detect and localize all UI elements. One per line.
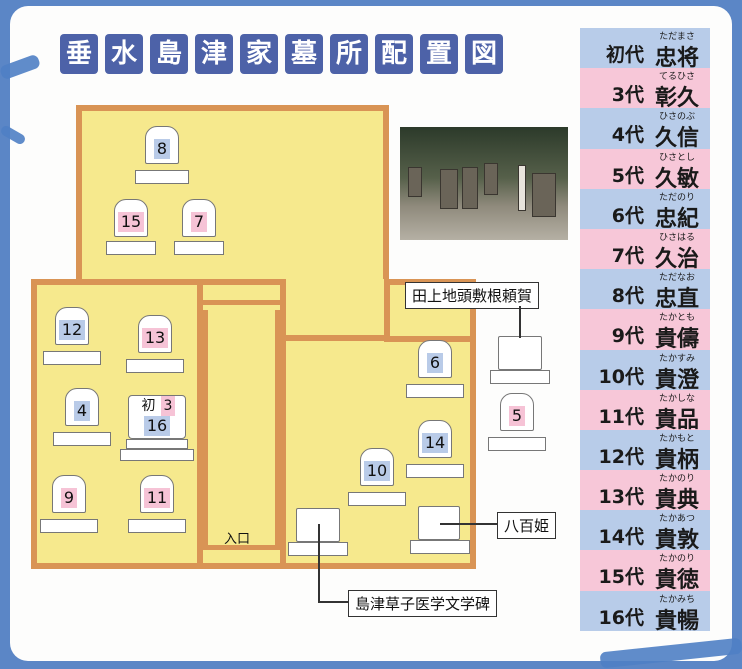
cemetery-photo <box>400 127 568 240</box>
tomb-number: 6 <box>426 353 444 373</box>
tomb-number: 15 <box>117 212 145 232</box>
title-char: 配 <box>375 34 413 74</box>
tomb-number: 12 <box>58 320 86 340</box>
page-title: 垂 水 島 津 家 墓 所 配 置 図 <box>60 34 503 74</box>
tomb-number: 11 <box>143 488 171 508</box>
path-edge <box>197 300 286 305</box>
generation-roster: 初代ただまさ忠将 3代てるひさ彰久 4代ひさのぶ久信 5代ひさとし久敏 6代ただ… <box>580 28 710 634</box>
path-edge <box>203 310 208 548</box>
tomb-number: 3 <box>160 396 176 416</box>
tomb-number: 初 <box>141 398 156 414</box>
tomb-number: 8 <box>153 139 171 159</box>
roster-row: 15代たかのり貴徳 <box>580 550 710 593</box>
roster-row: 9代たかとも貴儔 <box>580 309 710 352</box>
title-char: 図 <box>465 34 503 74</box>
tomb-number: 5 <box>508 406 526 426</box>
title-char: 垂 <box>60 34 98 74</box>
title-char: 家 <box>240 34 278 74</box>
title-char: 水 <box>105 34 143 74</box>
roster-row: 6代ただのり忠紀 <box>580 188 710 232</box>
path-edge <box>275 310 280 548</box>
roster-row: 11代たかしな貴品 <box>580 389 710 433</box>
title-char: 島 <box>150 34 188 74</box>
roster-row: 14代たかあつ貴敦 <box>580 510 710 553</box>
roster-row: 3代てるひさ彰久 <box>580 68 710 111</box>
title-char: 所 <box>330 34 368 74</box>
roster-row: 8代ただなお忠直 <box>580 269 710 312</box>
tomb-number: 16 <box>143 416 171 436</box>
tagami-label: 田上地頭敷根頼賀 <box>405 282 540 309</box>
tomb-number: 13 <box>141 328 169 348</box>
tomb-number: 10 <box>363 461 391 481</box>
tomb-number: 14 <box>421 433 449 453</box>
roster-row: 初代ただまさ忠将 <box>580 28 710 71</box>
tomb-number: 7 <box>190 212 208 232</box>
callout-line <box>519 306 521 338</box>
entrance-label: 入口 <box>224 532 251 547</box>
callout-line <box>318 524 320 602</box>
path-edge <box>197 545 286 550</box>
title-char: 墓 <box>285 34 323 74</box>
title-char: 置 <box>420 34 458 74</box>
path-edge <box>384 279 390 341</box>
title-char: 津 <box>195 34 233 74</box>
tomb-number: 4 <box>73 401 91 421</box>
tomb-number: 9 <box>60 488 78 508</box>
roster-row: 13代たかのり貴典 <box>580 470 710 513</box>
roster-row: 4代ひさのぶ久信 <box>580 108 710 151</box>
roster-row: 7代ひさはる久治 <box>580 228 710 272</box>
path-edge <box>384 336 476 342</box>
roster-row: 12代たかもと貴柄 <box>580 429 710 473</box>
roster-row: 5代ひさとし久敏 <box>580 148 710 192</box>
callout-line <box>440 523 497 525</box>
roster-row: 10代たかすみ貴澄 <box>580 349 710 393</box>
right-upper-patch <box>280 279 390 341</box>
yaohohime-label: 八百姫 <box>497 512 557 539</box>
callout-line <box>318 601 348 603</box>
roster-row: 16代たかみち貴暢 <box>580 590 710 634</box>
central-path <box>197 279 286 569</box>
upper-enclosure <box>76 105 389 285</box>
shimazu-monument-label: 島津草子医学文学碑 <box>348 590 498 617</box>
